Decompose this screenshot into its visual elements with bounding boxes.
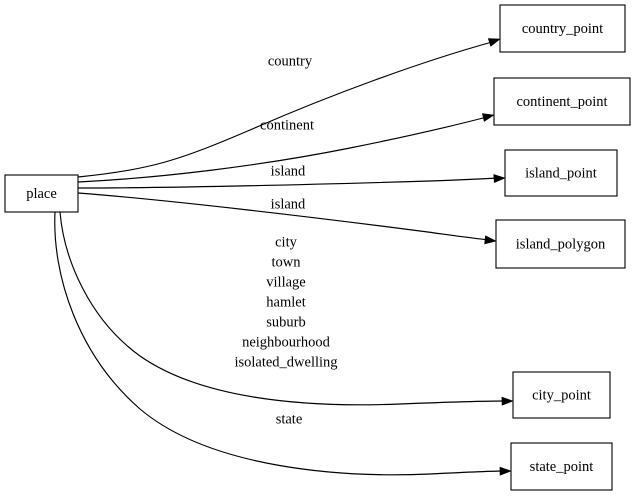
edge-place-state_point-label-line: state — [276, 411, 303, 427]
edge-place-continent_point-arrowhead-icon — [481, 113, 495, 122]
edge-place-island_point-label-line: island — [271, 163, 306, 179]
edge-place-country_point — [77, 38, 501, 178]
edge-labels-layer: country continent island island city town vill… — [234, 53, 337, 427]
edge-place-city_point-label-line: neighbourhood — [242, 334, 331, 350]
node-continent_point-label: continent_point — [516, 94, 607, 110]
edge-place-city_point-label: city town village hamlet suburb neighbourhood… — [234, 234, 337, 370]
edge-place-city_point-label-line: town — [272, 254, 302, 270]
node-island_point-label: island_point — [525, 165, 597, 181]
node-place[interactable]: place — [4, 174, 79, 213]
node-country_point-box — [499, 4, 626, 53]
node-continent_point[interactable]: continent_point — [493, 77, 631, 126]
edge-place-island_polygon — [77, 192, 497, 245]
edge-place-country_point-arrowhead-icon — [487, 38, 501, 47]
edge-place-continent_point-path — [77, 116, 488, 183]
edge-place-city_point-label-line: village — [266, 274, 305, 290]
node-state_point-label: state_point — [530, 459, 594, 475]
node-place-box — [4, 174, 79, 213]
edge-place-continent_point-label: continent — [260, 117, 314, 133]
node-island_polygon-box — [495, 219, 626, 269]
edge-place-city_point-arrowhead-icon — [501, 396, 514, 406]
node-island_polygon-label: island_polygon — [516, 236, 606, 252]
edge-place-island_polygon-arrowhead-icon — [484, 235, 497, 245]
edge-place-state_point — [54, 211, 512, 476]
node-state_point[interactable]: state_point — [510, 442, 613, 491]
edge-place-island_polygon-label: island — [271, 196, 306, 212]
edge-place-city_point-label-line: hamlet — [266, 294, 305, 310]
edge-place-city_point-label-line: city — [275, 234, 297, 250]
edge-place-country_point-path — [77, 41, 493, 178]
node-country_point-label: country_point — [522, 21, 603, 37]
edge-place-state_point-path — [54, 211, 505, 476]
node-island_point-box — [504, 149, 618, 197]
edges-layer — [54, 38, 514, 476]
edge-place-island_point — [77, 174, 506, 189]
edge-place-island_point-arrowhead-icon — [493, 174, 506, 184]
edge-place-continent_point-label-line: continent — [260, 117, 314, 133]
node-country_point[interactable]: country_point — [499, 4, 626, 53]
node-city_point-label: city_point — [532, 387, 591, 403]
edge-place-island_polygon-label-line: island — [271, 196, 306, 212]
node-place-label: place — [26, 186, 57, 202]
edge-place-state_point-arrowhead-icon — [499, 466, 512, 476]
node-state_point-box — [510, 442, 613, 491]
node-city_point[interactable]: city_point — [512, 371, 611, 419]
edge-place-country_point-label-line: country — [268, 53, 313, 69]
edge-place-city_point-label-line: isolated_dwelling — [234, 354, 337, 370]
edge-place-island_point-path — [77, 177, 499, 189]
edge-place-continent_point — [77, 113, 495, 183]
node-island_polygon[interactable]: island_polygon — [495, 219, 626, 269]
edge-place-state_point-label: state — [276, 411, 303, 427]
edge-place-island_polygon-path — [77, 192, 490, 241]
node-island_point[interactable]: island_point — [504, 149, 618, 197]
node-continent_point-box — [493, 77, 631, 126]
edge-place-city_point-path — [59, 211, 507, 406]
edge-place-island_point-label: island — [271, 163, 306, 179]
edge-place-country_point-label: country — [268, 53, 313, 69]
edge-place-city_point — [59, 211, 514, 406]
edge-place-city_point-label-line: suburb — [266, 314, 305, 330]
nodes-layer: place country_point continent_point island_… — [4, 4, 631, 491]
node-city_point-box — [512, 371, 611, 419]
